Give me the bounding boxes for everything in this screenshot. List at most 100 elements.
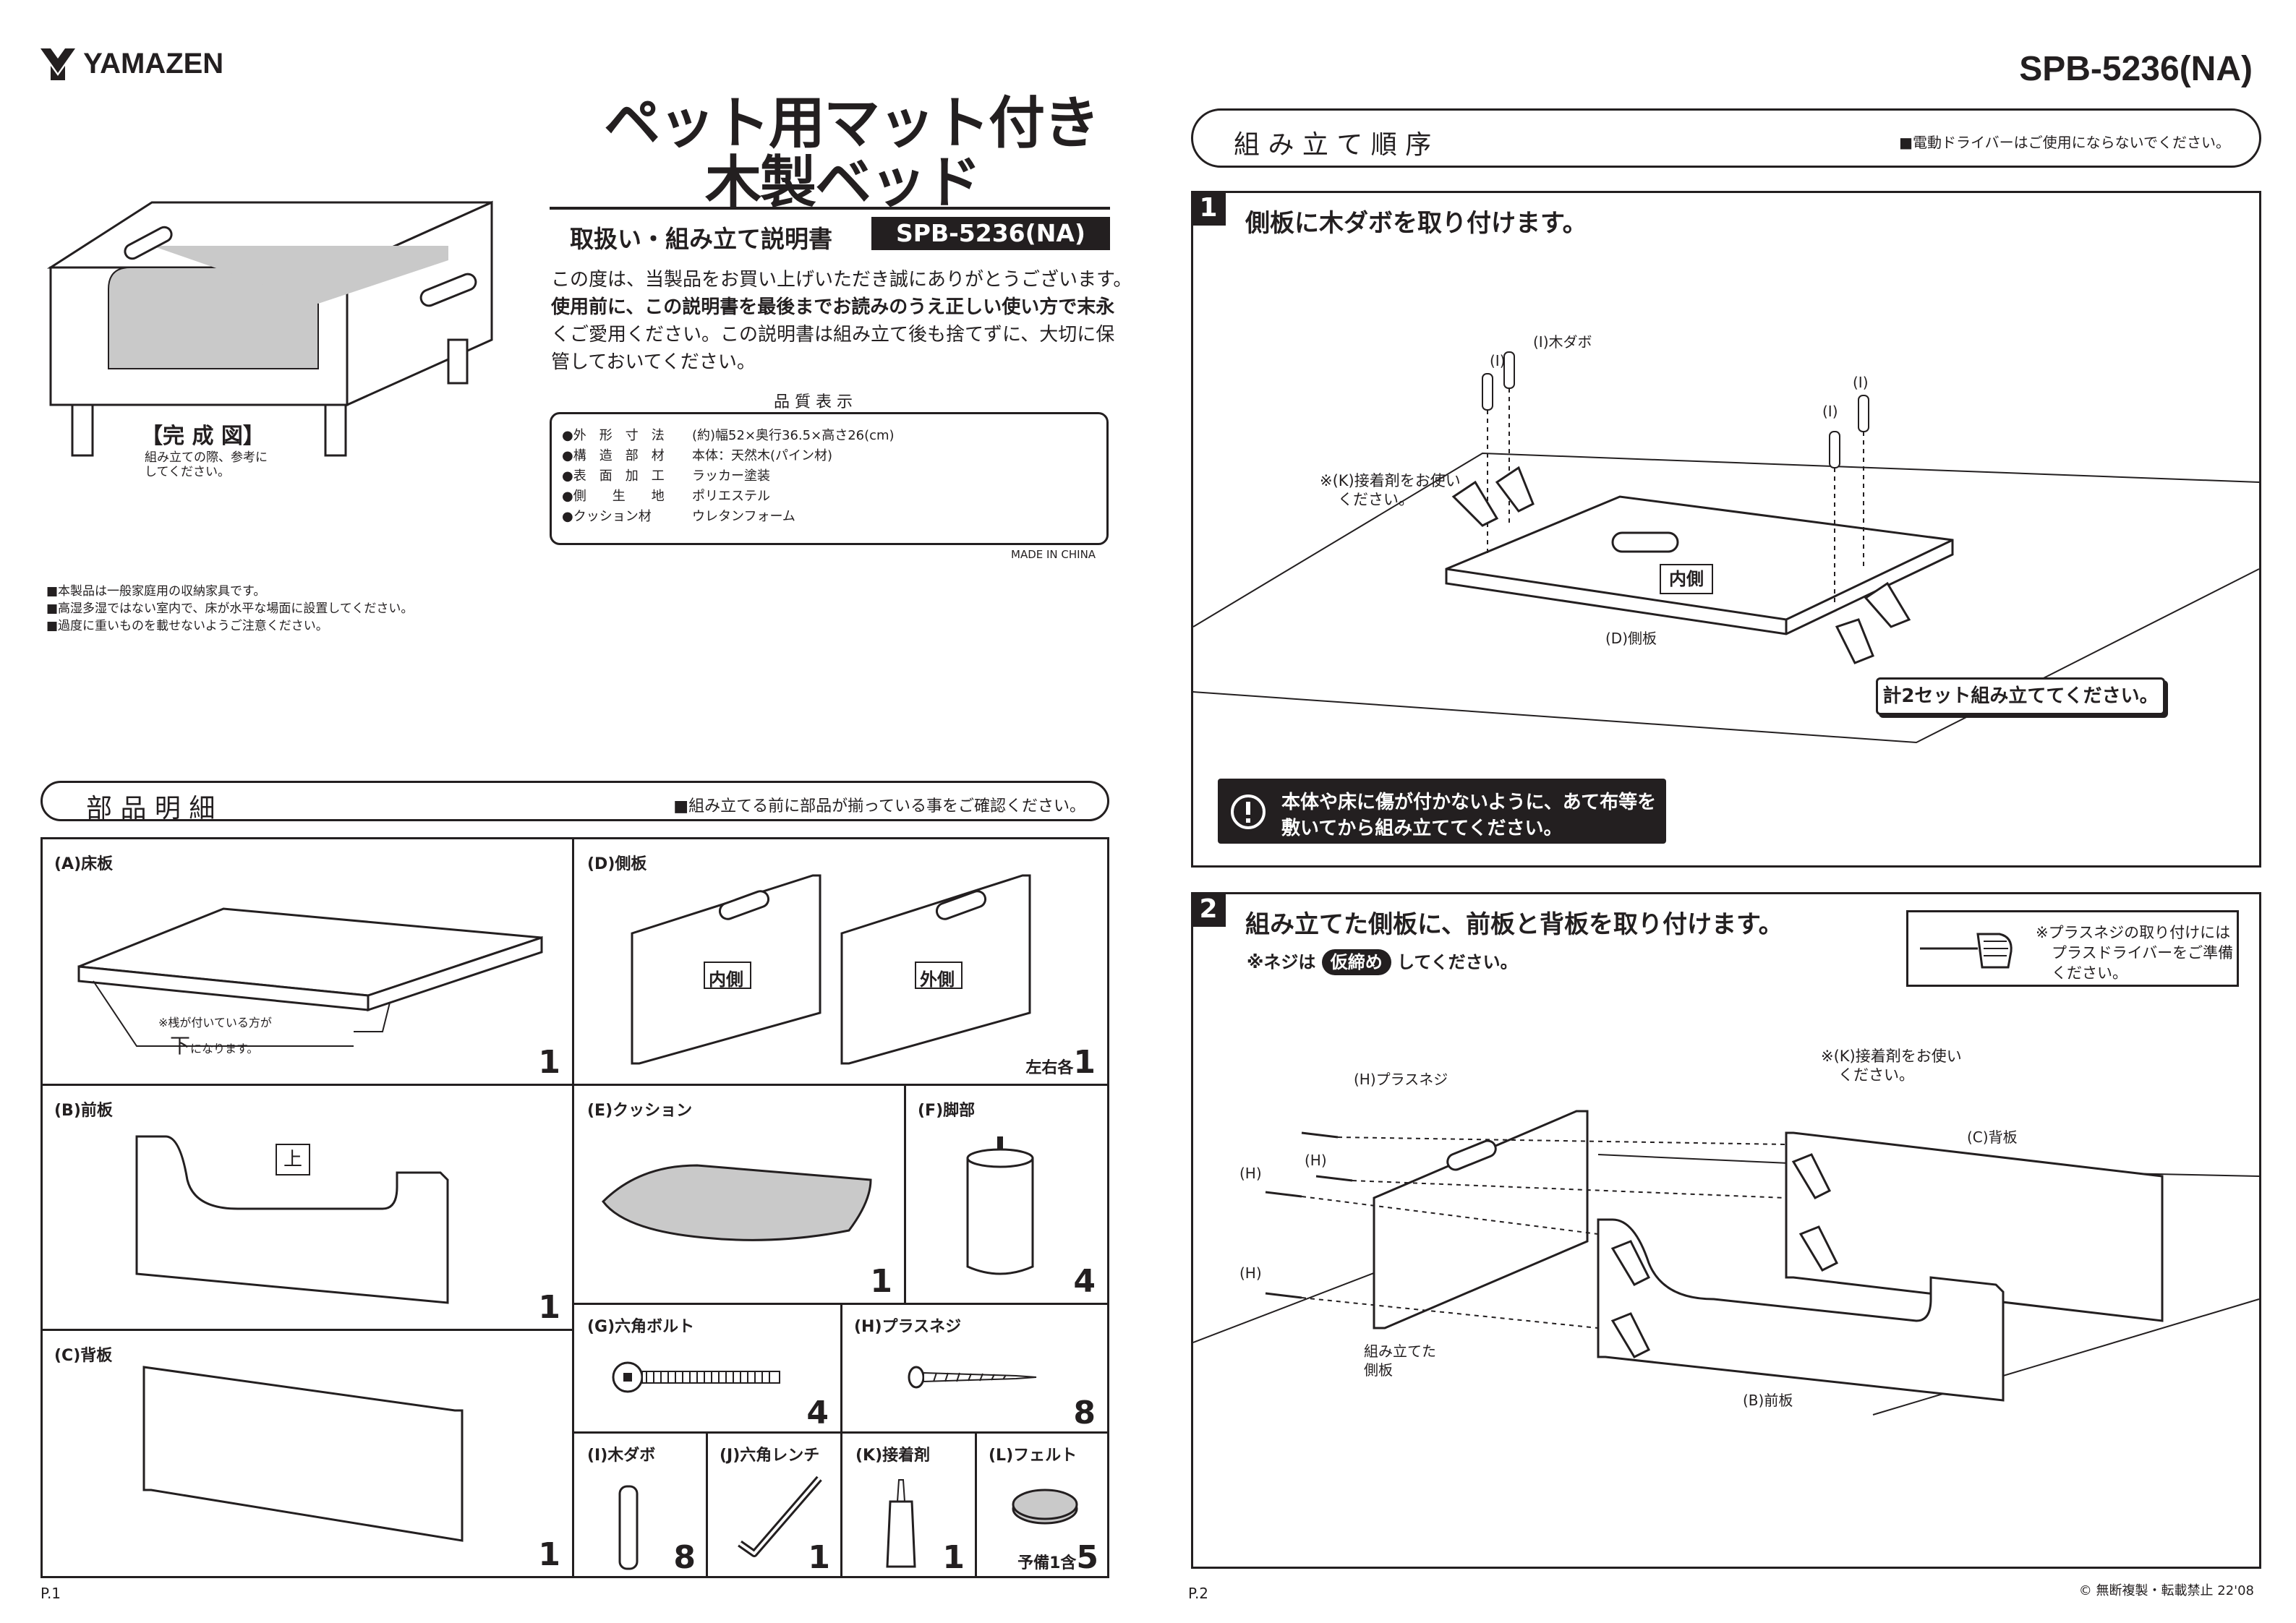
part-cell-I: (I)木ダボ 8 (572, 1431, 708, 1578)
intro-line: この度は、当製品をお買い上げいただき誠にありがとうございます。 (551, 269, 1132, 291)
part-cell-E: (E)クッション 1 (572, 1084, 906, 1305)
step-1-number: 1 (1191, 191, 1226, 226)
front-board-illustration (135, 1135, 449, 1304)
step-2-number: 2 (1191, 892, 1226, 927)
part-cell-K: (K)接着剤 1 (840, 1431, 977, 1578)
quality-box: ●外 形 寸 法(約)幅52×奥行36.5×高さ26(cm) ●構 造 部 材本… (550, 412, 1109, 545)
brand-name: YAMAZEN (83, 48, 224, 80)
intro-line: くご愛用ください。この説明書は組み立て後も捨てずに、大切に保 (551, 324, 1115, 346)
part-cell-J: (J)六角レンチ 1 (706, 1431, 842, 1578)
notice-list: ■本製品は一般家庭用の収納家具です。 ■高湿多湿ではない室内で、床が水平な場面に… (46, 583, 413, 635)
quality-value: ポリエステル (692, 489, 770, 504)
part-qty: 1 (538, 1536, 560, 1573)
screw-label-h: (H) (1239, 1165, 1262, 1182)
screwdriver-icon (1920, 933, 2013, 969)
part-label: (I)木ダボ (587, 1447, 656, 1465)
driver-note-3: ください。 (2052, 964, 2128, 982)
dowel-label-i: (I) (1822, 403, 1838, 420)
quality-row: ●構 造 部 材本体：天然木(パイン材) (562, 446, 1096, 466)
screw-note-badge: 仮締め (1321, 949, 1391, 975)
model-badge: SPB-5236(NA) (871, 217, 1110, 250)
part-label: (D)側板 (587, 855, 647, 873)
page-right: SPB-5236(NA) 組 み 立 て 順 序 ■電動ドライバーはご使用になら… (1148, 0, 2296, 1623)
parts-section-title: 部 品 明 細 (86, 794, 215, 823)
part-qty: 4 (1073, 1263, 1096, 1300)
part-label: (E)クッション (587, 1102, 693, 1120)
part-qty: 1 (538, 1044, 560, 1081)
dowel-label-i: (I) (1490, 352, 1506, 369)
quality-row: ●クッション材ウレタンフォーム (562, 507, 1096, 527)
quality-title: 品 質 表 示 (774, 393, 853, 411)
part-qty: 1 (942, 1539, 965, 1576)
step-1-panel: 1 側板に木ダボを取り付けます。 (I)木ダボ (I) (I) (I) ※( (1191, 191, 2261, 868)
part-qty: 4 (806, 1395, 829, 1431)
part-label: (J)六角レンチ (720, 1447, 820, 1465)
dowel-label-i: (I) (1853, 374, 1869, 391)
completed-bed-illustration (46, 200, 493, 457)
qty-value: 5 (1076, 1539, 1098, 1576)
hex-wrench-illustration (738, 1476, 822, 1557)
quality-label: ●側 生 地 (562, 489, 665, 504)
completed-note-2: してください。 (145, 465, 230, 479)
side-board-illustration (631, 874, 1031, 1065)
phillips-screw-illustration (908, 1366, 1037, 1389)
floor-board-illustration (77, 907, 543, 1047)
part-label: (C)背板 (54, 1347, 113, 1365)
assembled-side-label-1: 組み立てた (1364, 1342, 1436, 1360)
glue-note-1: ※(K)接着剤をお使い (1320, 472, 1461, 489)
quality-label: ●クッション材 (562, 509, 652, 524)
quality-row: ●外 形 寸 法(約)幅52×奥行36.5×高さ26(cm) (562, 426, 1096, 446)
warning-line-2: 敷いてから組み立ててください。 (1281, 818, 1563, 839)
glue-note-2: ください。 (1338, 491, 1414, 508)
notice-item: ■本製品は一般家庭用の収納家具です。 (46, 584, 266, 599)
inner-side-label: 内側 (1660, 564, 1713, 594)
part-cell-B: (B)前板 上 1 (40, 1084, 574, 1331)
quality-value: ラッカー塗装 (692, 468, 770, 484)
part-label: (B)前板 (54, 1102, 113, 1120)
part-qty: 1 (808, 1539, 830, 1576)
product-title-line2: 木製ベッド (705, 150, 981, 215)
title-rule (550, 207, 1110, 210)
part-cell-C: (C)背板 1 (40, 1329, 574, 1578)
made-in: MADE IN CHINA (1011, 548, 1096, 561)
brand-logo: YAMAZEN (40, 48, 223, 80)
part-cell-H: (H)プラスネジ 8 (840, 1303, 1109, 1434)
part-qty: 1 (538, 1289, 560, 1326)
notice-item: ■高湿多湿ではない室内で、床が水平な場面に設置してください。 (46, 601, 414, 616)
quality-value: 本体：天然木(パイン材) (692, 448, 833, 463)
top-mark: 上 (276, 1144, 310, 1176)
assembled-side-label-2: 側板 (1364, 1361, 1393, 1379)
cushion-illustration (602, 1164, 872, 1241)
part-label: (L)フェルト (989, 1447, 1077, 1465)
screw-label: (H)プラスネジ (1354, 1071, 1448, 1088)
part-label: (G)六角ボルト (587, 1318, 695, 1336)
part-qty: 予備1含5 (1017, 1539, 1098, 1576)
assembly-order-title: 組 み 立 て 順 序 (1234, 130, 1432, 160)
screw-note: ※ネジは 仮締め してください。 (1247, 948, 1518, 975)
screw-note-suffix: してください。 (1397, 952, 1518, 972)
part-cell-D: (D)側板 内側 外側 左右各1 (572, 837, 1109, 1086)
hex-bolt-illustration (612, 1361, 780, 1393)
completed-note-1: 組み立ての際、参考に (145, 450, 268, 465)
product-title-line1: ペット用マット付き (604, 91, 1100, 156)
parts-section-note: ■組み立てる前に部品が揃っている事をご確認ください。 (673, 797, 1085, 815)
back-board-label: (C)背板 (1967, 1129, 2018, 1146)
floor-note-big: 下 (170, 1034, 191, 1058)
screw-note-prefix: ※ネジは (1247, 952, 1316, 972)
quality-row: ●表 面 加 工ラッカー塗装 (562, 466, 1096, 487)
glue-note-2: ください。 (1838, 1066, 1914, 1084)
intro-text: この度は、当製品をお買い上げいただき誠にありがとうございます。 使用前に、この説… (551, 266, 1132, 376)
screw-label-h: (H) (1239, 1264, 1262, 1282)
assembly-order-note: ■電動ドライバーはご使用にならないでください。 (1899, 134, 2230, 151)
dowel-label: (I)木ダボ (1533, 333, 1592, 351)
qty-prefix: 予備1含 (1017, 1554, 1077, 1572)
driver-note-box: ※プラスネジの取り付けには プラスドライバーをご準備 ください。 (1906, 910, 2239, 987)
model-header: SPB-5236(NA) (2019, 50, 2253, 88)
warning-line-1: 本体や床に傷が付かないように、あて布等を (1281, 792, 1657, 813)
intro-line: 管しておいてください。 (551, 351, 756, 373)
quality-value: (約)幅52×奥行36.5×高さ26(cm) (692, 428, 895, 443)
part-qty: 8 (1073, 1395, 1096, 1431)
part-label: (K)接着剤 (855, 1447, 931, 1465)
part-cell-G: (G)六角ボルト 4 (572, 1303, 842, 1434)
part-label: (H)プラスネジ (854, 1318, 962, 1336)
